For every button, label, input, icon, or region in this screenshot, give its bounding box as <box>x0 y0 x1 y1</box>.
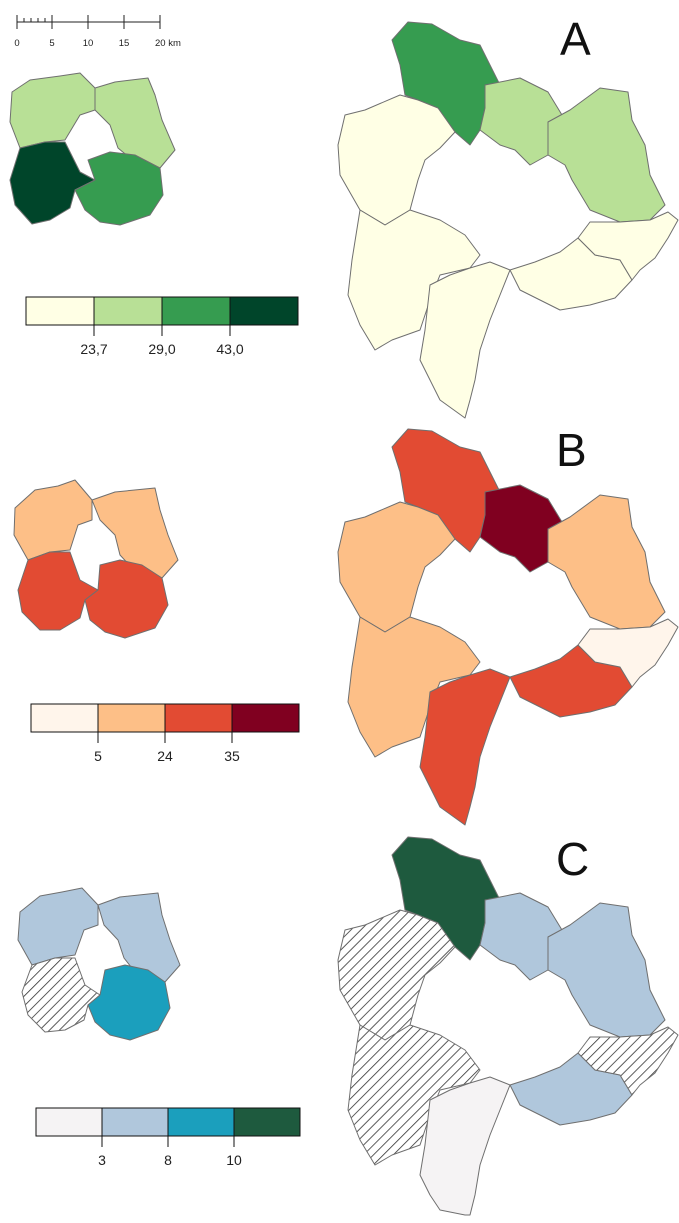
large-region-south <box>419 261 511 419</box>
legend-a-break-1: 23,7 <box>80 341 107 357</box>
small-region-nw <box>13 479 93 561</box>
small-region-ne <box>91 487 179 579</box>
small-region-ne <box>97 892 181 983</box>
legend-b-swatch-3 <box>164 703 233 733</box>
large-map-c <box>337 836 679 1216</box>
legend-a: 23,7 29,0 43,0 <box>25 296 299 357</box>
legend-a-swatch-2 <box>93 296 163 326</box>
scale-label-20km: 20 km <box>155 38 181 49</box>
legend-c-break-3: 10 <box>226 1152 242 1168</box>
small-region-nw <box>17 887 99 966</box>
legend-b-break-1: 5 <box>94 748 102 764</box>
panel-c: C 3 8 10 <box>17 833 679 1216</box>
legend-a-swatch-4 <box>229 296 299 326</box>
scale-bar: 0 5 10 15 20 km <box>14 15 181 49</box>
panel-letter-a: A <box>560 13 591 65</box>
large-region-east <box>547 902 666 1038</box>
legend-b: 5 24 35 <box>30 703 300 764</box>
panel-a: A 23,7 29,0 43,0 <box>9 13 679 419</box>
legend-b-break-3: 35 <box>224 748 240 764</box>
large-region-far-east <box>577 618 679 688</box>
legend-a-break-3: 43,0 <box>216 341 243 357</box>
large-region-far-east <box>577 1026 679 1096</box>
legend-a-break-2: 29,0 <box>148 341 175 357</box>
large-region-east <box>547 494 666 630</box>
small-region-nw <box>9 72 96 149</box>
legend-c: 3 8 10 <box>35 1107 301 1168</box>
legend-a-swatch-1 <box>25 296 95 326</box>
legend-c-swatch-1 <box>35 1107 103 1137</box>
small-region-se <box>87 964 171 1041</box>
large-region-south <box>419 1076 511 1216</box>
legend-a-swatch-3 <box>161 296 231 326</box>
large-region-far-east <box>577 211 679 281</box>
legend-c-break-2: 8 <box>164 1152 172 1168</box>
legend-c-swatch-2 <box>101 1107 169 1137</box>
large-region-ne <box>479 892 563 981</box>
legend-b-swatch-2 <box>97 703 166 733</box>
large-region-nw <box>337 94 456 226</box>
small-region-se <box>74 151 164 226</box>
scale-label-15: 15 <box>119 38 130 49</box>
large-region-east <box>547 87 666 223</box>
scale-label-5: 5 <box>49 38 54 49</box>
scale-label-10: 10 <box>83 38 94 49</box>
legend-b-swatch-4 <box>231 703 300 733</box>
small-map-b <box>13 479 179 639</box>
small-map-c <box>17 887 181 1041</box>
legend-b-swatch-1 <box>30 703 99 733</box>
small-map-a <box>9 72 176 226</box>
legend-c-break-1: 3 <box>98 1152 106 1168</box>
large-map-b <box>337 428 679 826</box>
small-region-sw <box>21 957 101 1033</box>
large-region-south <box>419 668 511 826</box>
small-region-sw <box>9 141 96 225</box>
small-region-se <box>84 559 169 639</box>
large-map-a <box>337 21 679 419</box>
scale-label-0: 0 <box>14 38 19 49</box>
large-region-ne <box>479 77 563 166</box>
large-region-nw <box>337 501 456 633</box>
small-region-ne <box>94 77 176 169</box>
large-region-ne <box>479 484 563 573</box>
small-region-sw <box>17 551 99 631</box>
legend-b-break-2: 24 <box>157 748 173 764</box>
large-region-nw <box>337 909 456 1041</box>
legend-c-swatch-3 <box>167 1107 235 1137</box>
legend-c-swatch-4 <box>233 1107 301 1137</box>
panel-letter-b: B <box>556 424 587 476</box>
panel-letter-c: C <box>556 833 589 885</box>
panel-b: B 5 24 35 <box>13 424 679 826</box>
